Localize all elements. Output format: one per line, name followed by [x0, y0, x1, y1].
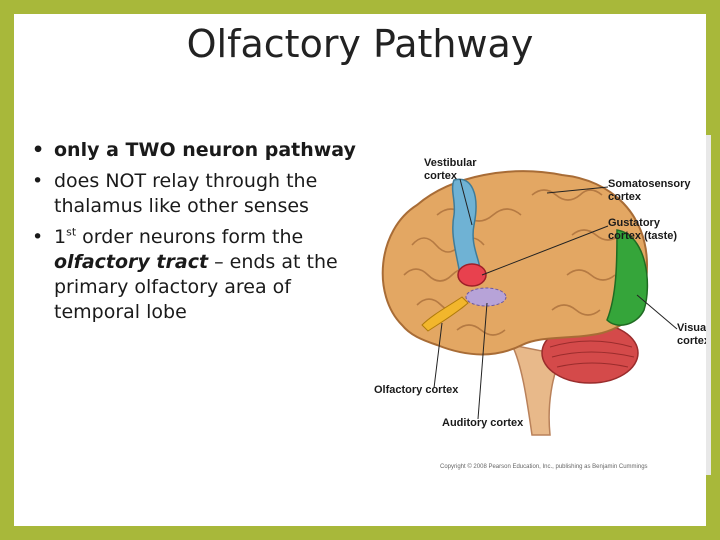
gustatory-cortex — [457, 263, 487, 287]
label-visual: cortex — [677, 335, 706, 347]
label-gustatory: cortex (taste) — [608, 230, 677, 242]
bullet-list: only a TWO neuron pathway does NOT relay… — [28, 138, 358, 331]
brain-illustration: Vestibular cortex Somatosensory cortex G… — [374, 157, 706, 470]
label-gustatory: Gustatory — [608, 217, 661, 229]
bullet-item: 1st order neurons form the olfactory tra… — [28, 225, 358, 325]
figure-copyright: Copyright © 2008 Pearson Education, Inc.… — [440, 463, 648, 470]
auditory-cortex — [465, 287, 507, 307]
bullet-item: does NOT relay through the thalamus like… — [28, 169, 358, 219]
label-visual: Visual — [677, 322, 706, 334]
label-auditory: Auditory cortex — [442, 417, 524, 429]
label-vestibular: Vestibular — [424, 157, 477, 169]
label-somatosensory: cortex — [608, 191, 642, 203]
bullet-item: only a TWO neuron pathway — [28, 138, 358, 163]
label-vestibular: cortex — [424, 170, 458, 182]
slide-title: Olfactory Pathway — [186, 22, 534, 66]
label-somatosensory: Somatosensory — [608, 178, 691, 190]
visual-cortex — [606, 229, 649, 326]
label-olfactory: Olfactory cortex — [374, 384, 459, 396]
brain-figure: Vestibular cortex Somatosensory cortex G… — [362, 135, 711, 475]
slide: Olfactory Pathway only a TWO neuron path… — [14, 14, 711, 526]
olfactory-cortex — [421, 296, 469, 332]
